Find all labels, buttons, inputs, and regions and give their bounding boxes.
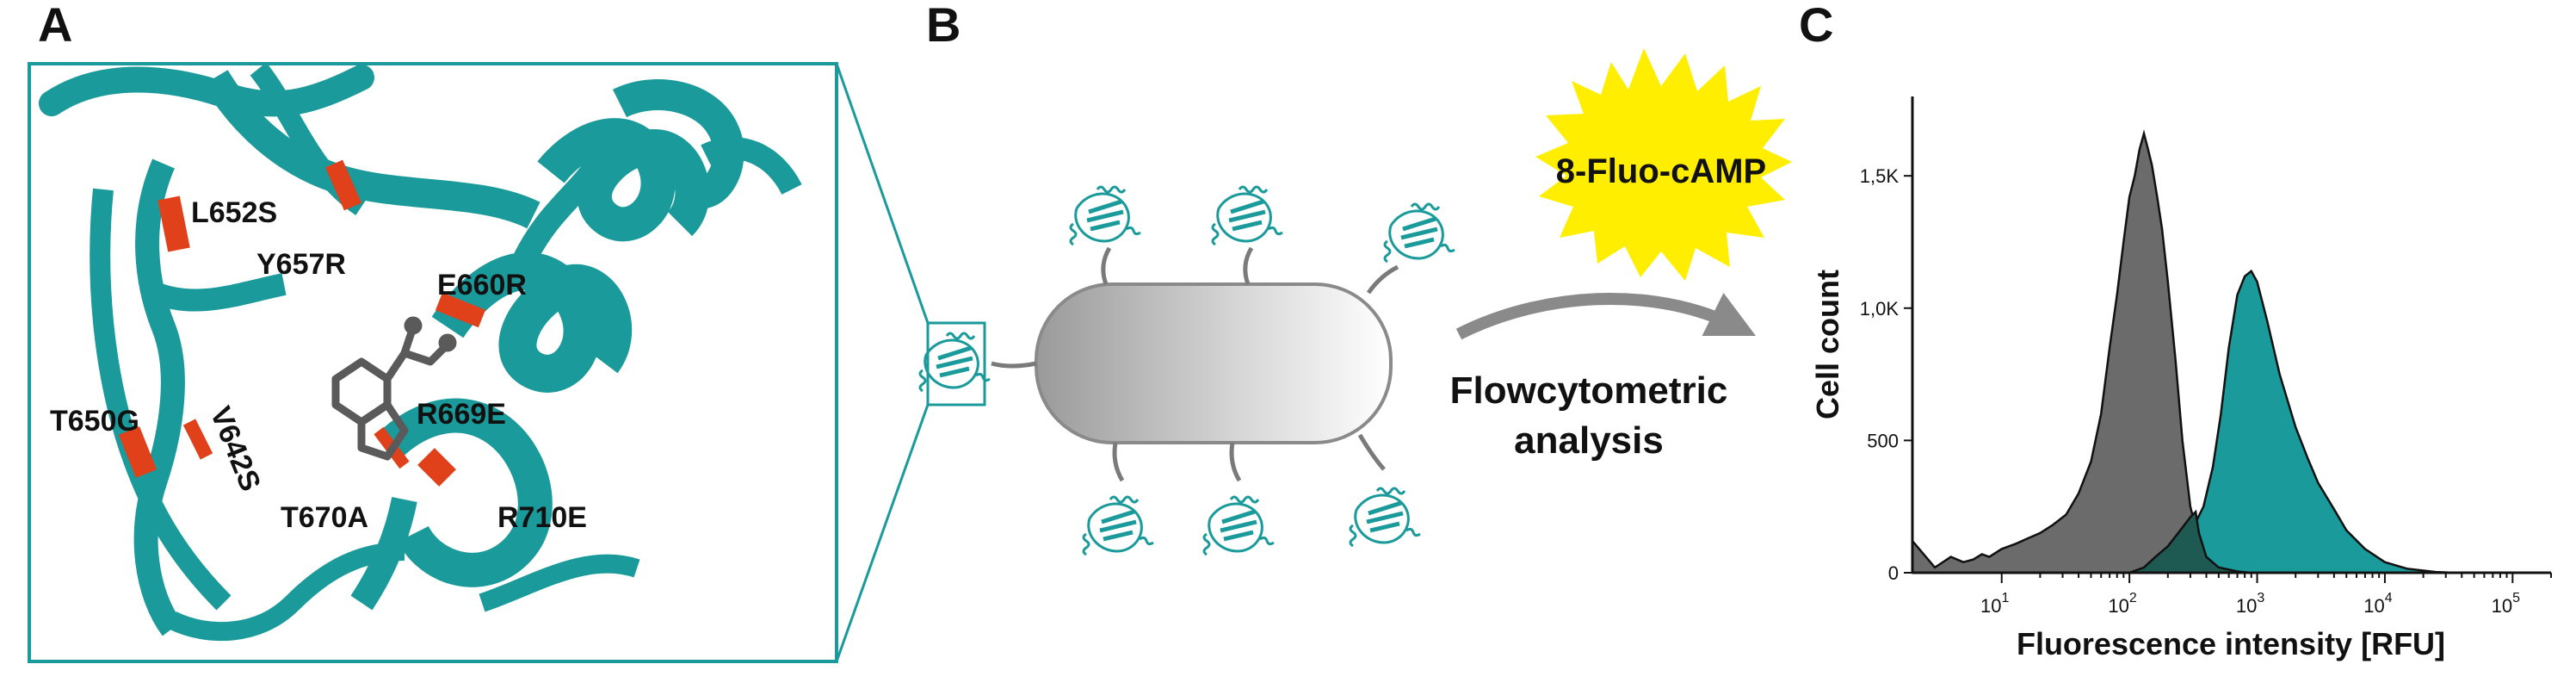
residue-label: R669E [417,398,506,431]
flowcytometric-caption: Flowcytometric [1450,369,1728,412]
y-tick-label: 500 [1867,430,1899,451]
cell-display-panel: 8-Fluo-cAMP Flowcytometric analysis [920,48,1792,555]
residue-label: L652S [191,196,277,229]
bacterial-cell [1035,282,1393,444]
flow-arrow [1455,292,1757,340]
ribbon-cartoon [39,65,802,642]
y-axis-title: Cell count [1810,270,1845,419]
x-tick-label: 102 [2108,591,2136,617]
y-tick-label: 0 [1888,562,1899,584]
fluo-cAMP-burst: 8-Fluo-cAMP [1535,48,1792,281]
x-axis-title: Fluorescence intensity [RFU] [2017,626,2445,661]
y-tick-label: 1,5K [1860,165,1900,187]
y-ticks: 0 500 1,0K 1,5K [1860,165,1912,584]
residue-label: E660R [437,269,527,301]
x-ticks: 101 102 103 104 105 [1980,573,2552,617]
panel-letter-c: C [1799,0,1834,52]
histogram-area [2148,269,2455,574]
surface-linkers [991,246,1399,482]
residue-label: T670A [281,501,368,534]
panel-letter-b: B [926,0,961,52]
fluo-cAMP-label: 8-Fluo-cAMP [1556,152,1766,190]
x-tick-label: 101 [1980,591,2009,617]
residue-label: Y657R [256,248,346,281]
x-tick-label: 105 [2492,591,2520,617]
panel-letter-a: A [38,0,73,52]
y-tick-label: 1,0K [1860,298,1900,320]
protein-structure-panel: L652S Y657R E660R T650G V642S R669E T670… [28,62,838,663]
cAMP-ligand [331,316,457,461]
histogram-series [1911,129,2455,574]
residue-label: T650G [50,405,139,438]
histogram-area [1911,129,2258,574]
x-tick-label: 103 [2236,591,2264,617]
zoom-connector [835,63,930,662]
analysis-caption: analysis [1514,419,1664,462]
residue-label: R710E [497,501,587,534]
x-tick-label: 104 [2363,591,2392,617]
zoom-marker-box [926,321,986,407]
